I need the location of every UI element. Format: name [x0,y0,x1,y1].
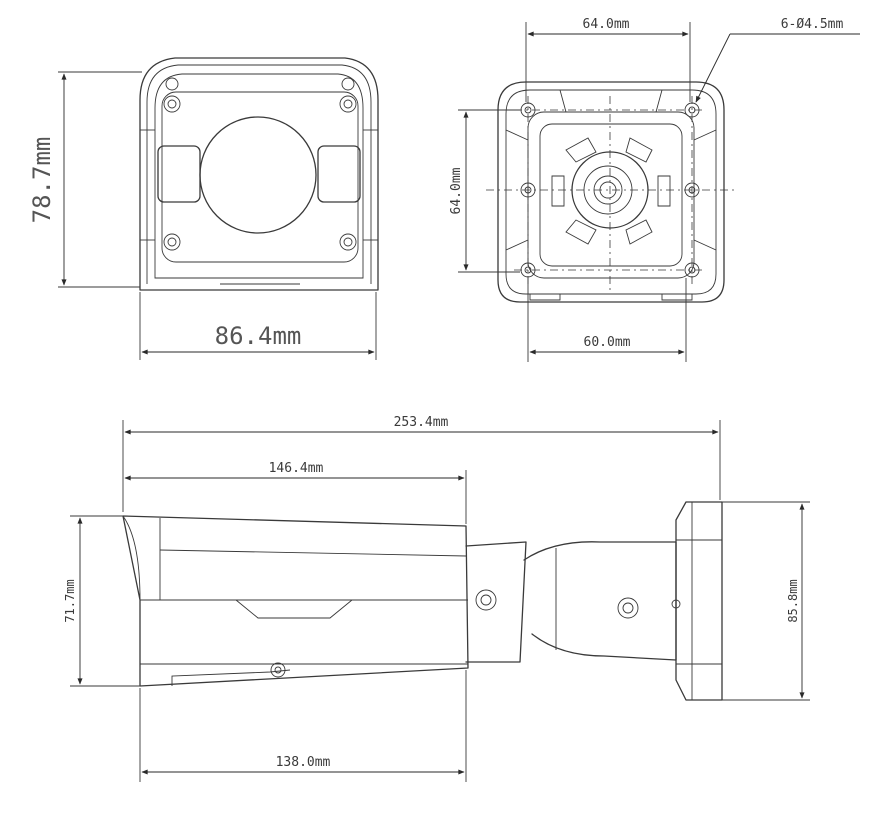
side-body-height-label: 71.7mm [63,579,77,622]
mount-left-label: 64.0mm [449,167,464,214]
front-width-label: 86.4mm [215,322,302,350]
mount-bottom-label: 60.0mm [584,335,631,350]
side-housing-length-label: 146.4mm [269,461,324,476]
side-view [70,420,810,782]
side-lower-length-label: 138.0mm [276,755,331,770]
front-height-label: 78.7mm [28,137,56,224]
front-view [58,57,379,360]
mount-view [458,22,860,362]
mount-hole-label: 6-Ø4.5mm [781,17,844,32]
side-base-height-label: 85.8mm [786,579,800,622]
side-total-length-label: 253.4mm [394,415,449,430]
mount-top-label: 64.0mm [583,17,630,32]
